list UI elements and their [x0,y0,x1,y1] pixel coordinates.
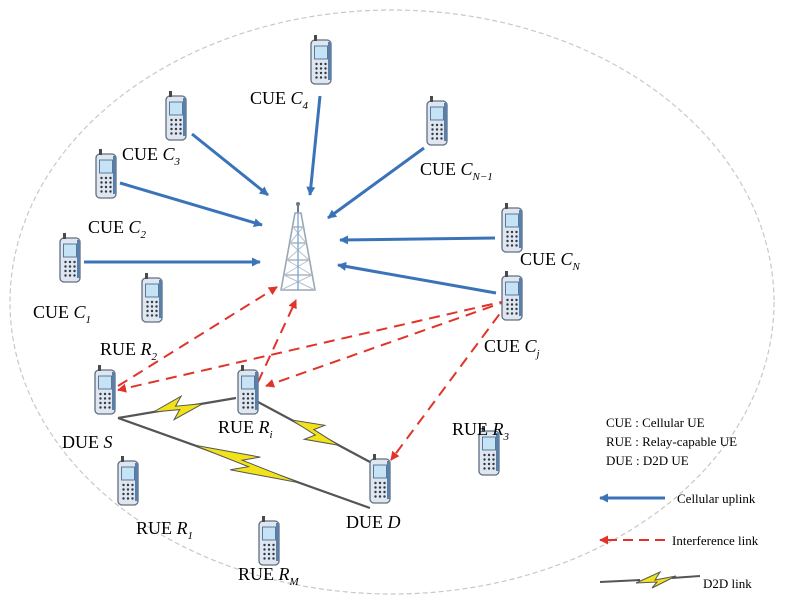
mobile-phone-icon [369,453,391,504]
node-r1: RUE R1 [117,455,193,542]
legend-cellular-label: Cellular uplink [677,491,756,506]
mobile-phone-icon [165,90,187,141]
node-cn: CUE CN [501,202,581,273]
node-label-r2: RUE R2 [100,339,158,363]
cellular-link-c3 [191,132,269,197]
node-c4: CUE C4 [250,34,332,112]
d2d-link-s-d [117,416,371,510]
mobile-phone-icon [258,515,280,566]
cellular-link-cn1 [327,146,425,220]
legend: Cellular uplink Interference link D2D li… [599,491,759,591]
definitions: CUE : Cellular UE RUE : Relay-capable UE… [606,415,737,468]
node-cn1: CUE CN−1 [420,95,493,183]
cellular-link-c4 [306,95,322,196]
node-s: DUE S [62,364,116,452]
mobile-phone-icon [501,202,523,253]
node-c3: CUE C3 [122,90,187,168]
mobile-phone-icon [501,270,523,321]
node-label-r1: RUE R1 [136,518,193,542]
node-label-c4: CUE C4 [250,88,309,112]
node-c2: CUE C2 [88,148,147,241]
mobile-phone-icon [426,95,448,146]
mobile-phone-icon [237,364,259,415]
node-label-ri: RUE Ri [218,417,273,441]
cellular-link-cj [337,261,497,295]
node-label-c2: CUE C2 [88,217,147,241]
legend-interference-label: Interference link [672,533,759,548]
mobile-phone-icon [310,34,332,85]
node-label-cn: CUE CN [520,249,581,273]
node-r2: RUE R2 [100,272,163,363]
mobile-phone-icon [94,364,116,415]
interference-link-ri-bs [257,299,297,383]
mobile-phone-icon [59,232,81,283]
mobile-phone-icon [141,272,163,323]
base-station-tower-icon [280,202,316,291]
cellular-link-c2 [119,181,263,228]
definition-cue: CUE : Cellular UE [606,415,705,430]
d2d-link-s-ri [117,394,237,421]
node-label-s: DUE S [62,432,113,452]
d2d-links-layer [117,394,371,510]
legend-d2d-label: D2D link [703,576,752,591]
legend-d2d-swatch [599,570,701,589]
cellular-links-layer [84,95,497,295]
node-rm: RUE RM [238,515,300,588]
cellular-link-cn [339,235,496,245]
d2d-link-ri-d [257,401,371,463]
node-label-c3: CUE C3 [122,144,181,168]
definition-rue: RUE : Relay-capable UE [606,434,737,449]
definition-due: DUE : D2D UE [606,453,689,468]
node-label-rm: RUE RM [238,564,300,588]
interference-link-s-bs [117,286,278,387]
node-label-c1: CUE C1 [33,302,91,326]
node-label-r3: RUE R3 [452,419,510,443]
interference-links-layer [117,286,511,461]
node-label-cn1: CUE CN−1 [420,159,493,183]
node-label-d: DUE D [346,512,401,532]
node-label-cj: CUE Cj [484,336,540,360]
cell-boundary [9,9,775,595]
mobile-phone-icon [117,455,139,506]
interference-link-cj-d [390,299,511,461]
node-ri: RUE Ri [218,364,273,441]
interference-link-cj-s [117,299,511,393]
node-c1: CUE C1 [33,232,91,326]
node-d: DUE D [346,453,401,532]
mobile-phone-icon [95,148,117,199]
node-r3: RUE R3 [452,419,510,476]
interference-link-cj-ri [265,299,511,388]
node-cj: CUE Cj [484,270,540,360]
